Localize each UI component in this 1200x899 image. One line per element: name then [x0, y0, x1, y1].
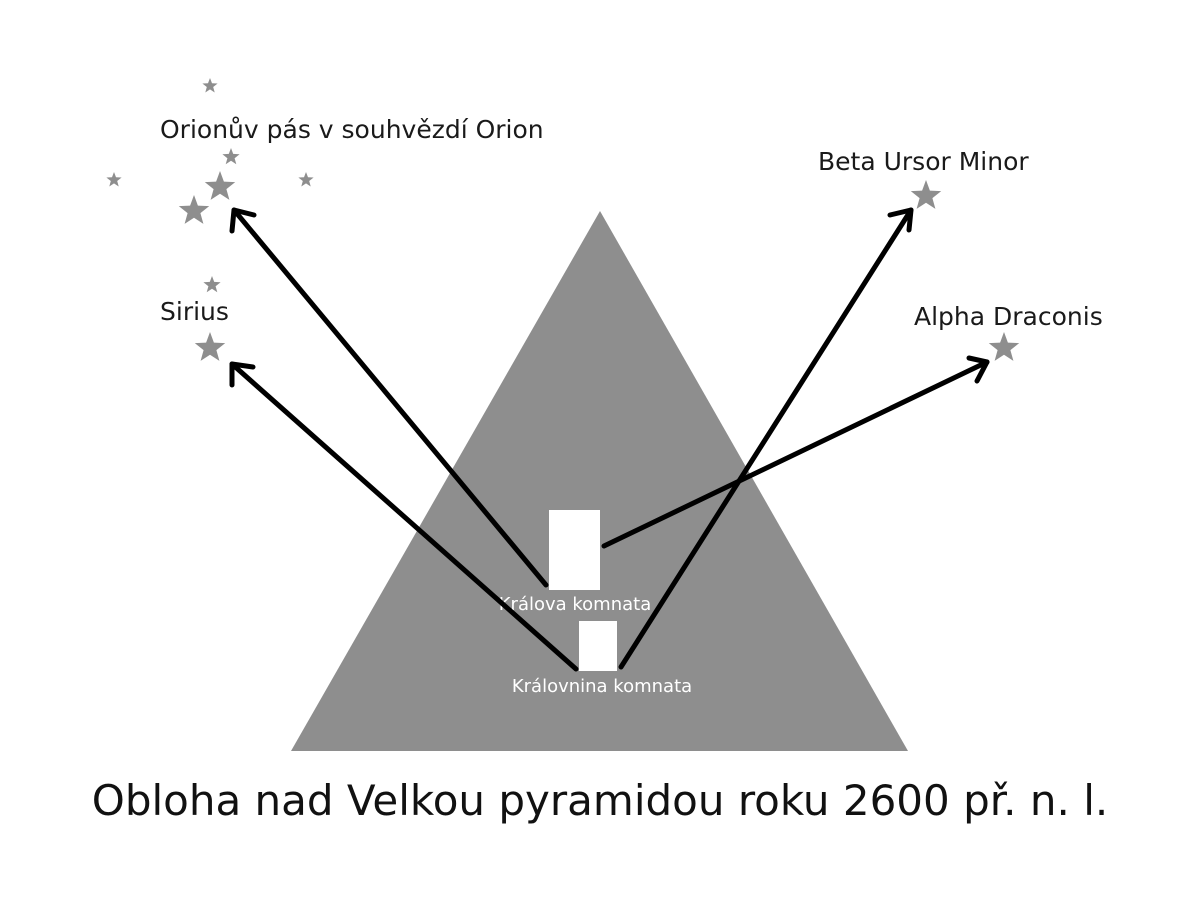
arrow-king-to-orion	[231, 207, 549, 588]
arrowhead-sirius	[229, 361, 256, 388]
orion-star-belt-icon	[178, 195, 210, 224]
diagram-title: Obloha nad Velkou pyramidou roku 2600 př…	[92, 776, 1108, 825]
orion-star-top-icon	[202, 78, 218, 93]
alpha-draconis-label: Alpha Draconis	[914, 302, 1103, 331]
orion-star-right-icon	[298, 172, 314, 187]
queen-chamber	[579, 621, 617, 671]
arrowhead-alpha	[966, 355, 990, 384]
sirius-star-icon	[194, 332, 226, 361]
beta-ursa-minor-star-icon	[910, 180, 942, 209]
pyramid	[291, 211, 908, 751]
sirius-label: Sirius	[160, 297, 229, 326]
orion-star-large-icon	[204, 171, 236, 200]
orion-star-small-icon	[222, 148, 240, 165]
orion-star-left-icon	[106, 172, 122, 187]
orion-star-lower-icon	[203, 276, 221, 293]
beta-ursa-minor-label: Beta Ursor Minor	[818, 147, 1029, 176]
arrowhead-beta	[887, 207, 914, 233]
orion-belt-label: Orionův pás v souhvězdí Orion	[160, 115, 544, 144]
queen-chamber-label: Královnina komnata	[512, 676, 692, 697]
arrow-queen-to-sirius	[229, 361, 579, 672]
king-chamber-label: Králova komnata	[499, 594, 652, 615]
alpha-draconis-star-icon	[988, 332, 1020, 361]
arrowhead-orion	[229, 207, 257, 234]
arrow-king-to-alpha	[601, 359, 990, 549]
king-chamber	[549, 510, 600, 590]
arrow-queen-to-beta	[618, 207, 914, 670]
